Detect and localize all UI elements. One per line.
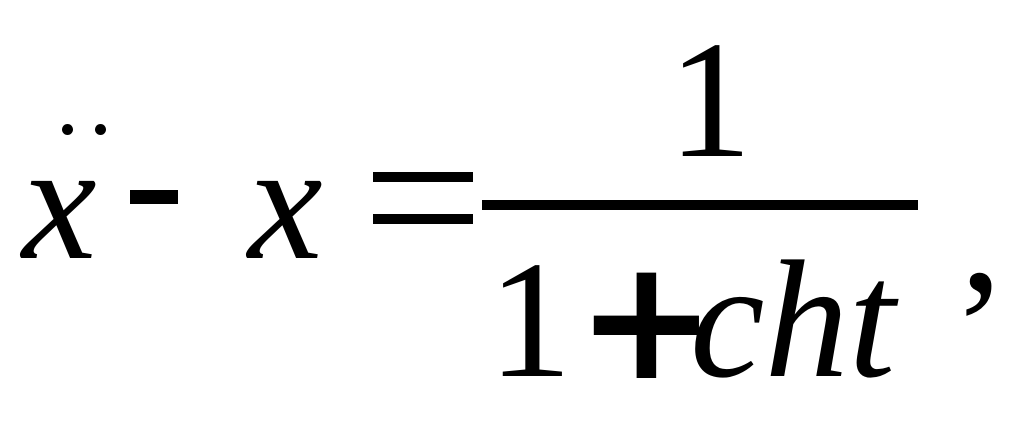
- fraction-denominator-plus: +: [576, 222, 717, 418]
- x-variable: x: [22, 109, 97, 295]
- dot-mark: [95, 124, 106, 135]
- fraction-denominator-cht: cht: [690, 227, 896, 413]
- fraction-numerator: 1: [668, 7, 752, 193]
- dot-mark: [62, 124, 73, 135]
- minus-sign: [130, 190, 178, 204]
- fraction-bar: [482, 200, 918, 210]
- x-variable: x: [248, 109, 323, 295]
- fraction-denominator-one: 1: [488, 227, 572, 413]
- equals-sign-top-bar: [373, 172, 473, 182]
- trailing-comma: ,: [960, 141, 1002, 327]
- x-double-dot: x: [22, 118, 106, 286]
- equals-sign-bottom-bar: [373, 214, 473, 224]
